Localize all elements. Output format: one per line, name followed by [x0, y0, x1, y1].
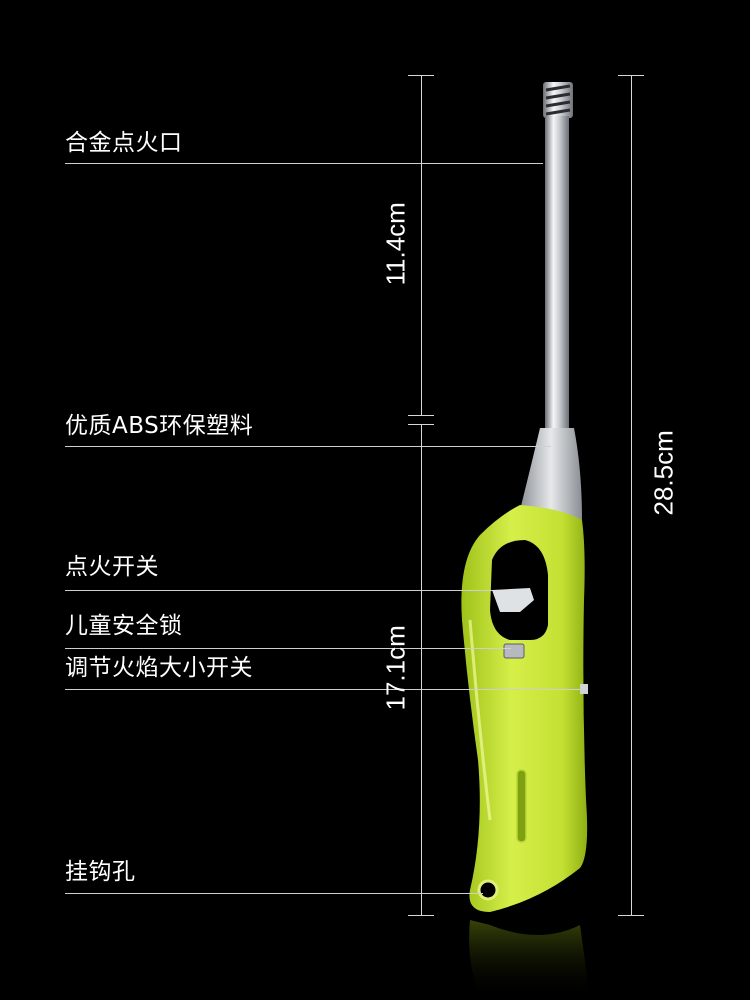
leader-line-ignition-switch [65, 590, 493, 591]
dim-line-nozzle [421, 75, 422, 415]
hook-hole-ring [477, 879, 499, 901]
dim-label-total: 28.5cm [648, 430, 679, 516]
leader-line-alloy-nozzle [65, 163, 543, 164]
dim-line-total [631, 75, 632, 916]
leader-line-flame-adjust [65, 689, 583, 690]
dim-line-handle [421, 424, 422, 916]
grey-collar [520, 428, 582, 520]
callout-flame-adjust: 调节火焰大小开关 [65, 655, 253, 681]
callout-child-lock: 儿童安全锁 [65, 613, 183, 639]
nozzle-tip [543, 82, 573, 118]
grip-slot [516, 769, 527, 843]
child-lock-slider [503, 643, 525, 659]
floor-reflection [469, 920, 590, 1000]
dim-label-nozzle: 11.4cm [380, 202, 411, 286]
metal-shaft [545, 116, 569, 432]
dim-tick-handle-bottom [408, 915, 434, 916]
leader-line-child-lock [65, 648, 511, 649]
callout-alloy-nozzle: 合金点火口 [65, 130, 183, 156]
body-highlight [468, 619, 492, 821]
leader-line-hook-hole [65, 893, 483, 894]
dim-tick-total-bottom [618, 915, 644, 916]
dim-tick-nozzle-bottom [408, 415, 434, 416]
callout-abs-plastic: 优质ABS环保塑料 [65, 413, 254, 439]
callout-hook-hole: 挂钩孔 [65, 859, 136, 885]
leader-line-abs-plastic [65, 446, 551, 447]
dim-label-handle: 17.1cm [380, 625, 411, 711]
flame-adjust-nub [580, 684, 588, 694]
callout-ignition-switch: 点火开关 [65, 554, 159, 580]
trigger [492, 588, 534, 612]
